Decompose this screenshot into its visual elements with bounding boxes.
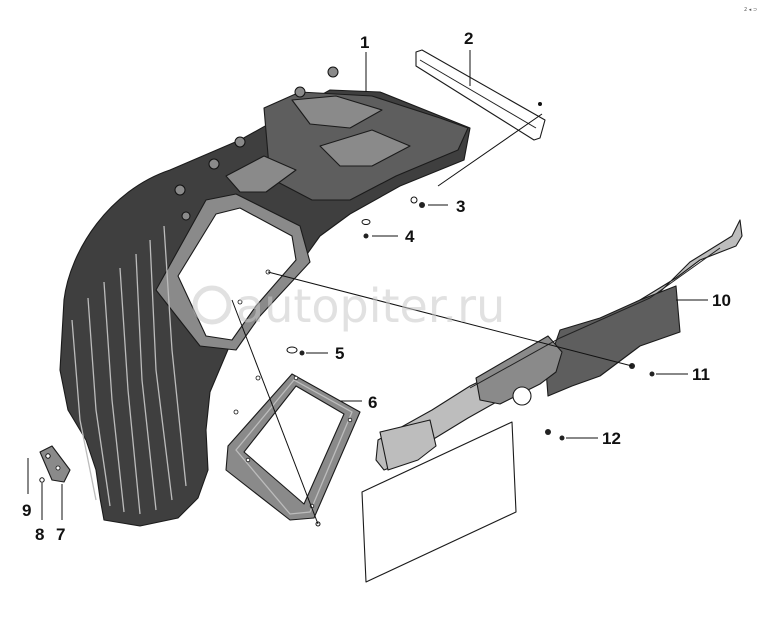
part-2-mounting-plate bbox=[415, 49, 546, 141]
part-6-access-cover bbox=[225, 373, 361, 521]
callout-11: 11 bbox=[692, 365, 710, 384]
watermark: autopiter.ru bbox=[192, 279, 505, 333]
corner-mark: 2 ◂ ⊃ bbox=[744, 7, 757, 13]
callout-10: 10 bbox=[712, 291, 731, 310]
callout-9: 9 bbox=[22, 501, 31, 520]
callout-12: 12 bbox=[602, 429, 621, 448]
callout-labels: 1 2 3 4 5 6 7 8 9 10 11 12 bbox=[22, 29, 731, 544]
part-1-wheel-housing bbox=[59, 66, 471, 527]
fasteners bbox=[39, 196, 655, 527]
callout-3: 3 bbox=[456, 197, 465, 216]
callout-6: 6 bbox=[368, 393, 377, 412]
callout-1: 1 bbox=[360, 33, 369, 52]
part-10-mud-flap bbox=[361, 219, 743, 583]
callout-8: 8 bbox=[35, 525, 44, 544]
callout-7: 7 bbox=[56, 525, 65, 544]
watermark-text: autopiter.ru bbox=[236, 279, 505, 333]
leader-lines bbox=[27, 50, 708, 525]
callout-2: 2 bbox=[464, 29, 473, 48]
callout-5: 5 bbox=[335, 344, 344, 363]
part-7-bracket bbox=[39, 445, 71, 483]
callout-4: 4 bbox=[405, 227, 415, 246]
